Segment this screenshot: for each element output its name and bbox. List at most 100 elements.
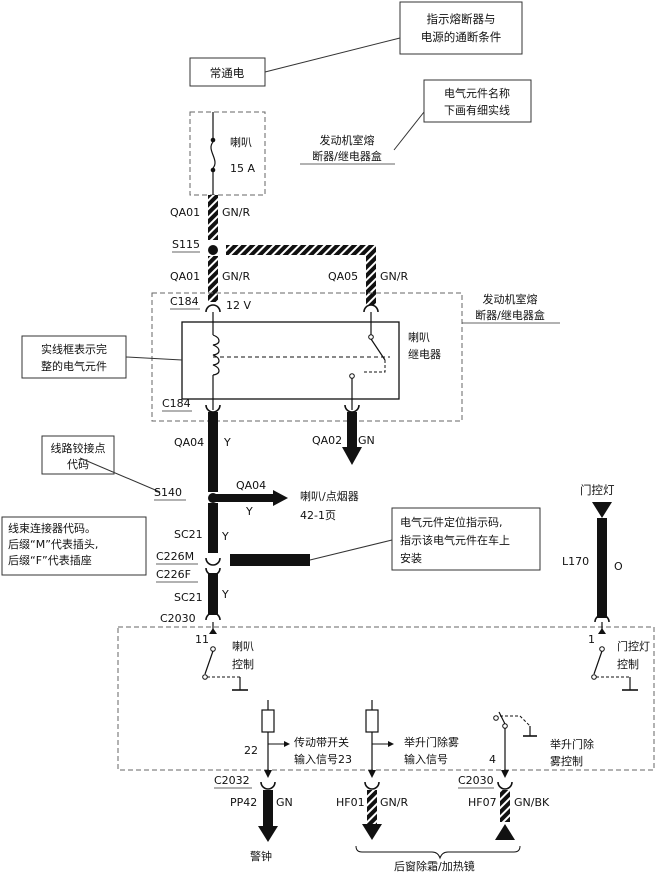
- svg-text:喇叭: 喇叭: [408, 330, 430, 344]
- svg-text:喇叭: 喇叭: [232, 639, 254, 653]
- callout-always-on: 常通电: [189, 57, 266, 87]
- fuse-15a: 喇叭 15 A: [189, 111, 266, 196]
- svg-text:C184: C184: [162, 397, 191, 410]
- svg-text:HF01: HF01: [336, 796, 365, 809]
- svg-text:常通电: 常通电: [210, 66, 245, 80]
- svg-text:C184: C184: [170, 295, 199, 308]
- wire-sc21-top: [208, 503, 218, 553]
- input-belt-switch: [261, 700, 290, 778]
- svg-text:雾控制: 雾控制: [550, 754, 583, 768]
- svg-text:QA04: QA04: [236, 479, 266, 492]
- switch-liftgate-control: [493, 711, 537, 778]
- svg-text:C2030: C2030: [160, 612, 196, 625]
- wire-qa05: [226, 245, 376, 305]
- wire-l170: [592, 502, 612, 618]
- wire-hf07: [495, 790, 515, 840]
- svg-text:断器/继电器盒: 断器/继电器盒: [475, 308, 545, 322]
- svg-text:GN/R: GN/R: [222, 270, 250, 283]
- svg-text:12 V: 12 V: [226, 299, 251, 312]
- wire-pp42: [258, 790, 278, 842]
- svg-text:GN: GN: [276, 796, 293, 809]
- callout-solid-frame: 实线框表示完 整的电气元件: [21, 335, 127, 379]
- switch-horn-control: [202, 622, 248, 691]
- wire-hf01: [362, 790, 382, 840]
- svg-text:喇叭: 喇叭: [230, 135, 252, 149]
- rear-defrost-brace: [355, 845, 521, 860]
- callout-splice-code: 线路铰接点 代码: [41, 435, 115, 475]
- svg-text:PP42: PP42: [230, 796, 257, 809]
- svg-text:GN/BK: GN/BK: [514, 796, 550, 809]
- svg-text:电气元件名称: 电气元件名称: [444, 86, 510, 100]
- wire-qa01-top: [208, 195, 218, 240]
- svg-text:输入信号23: 输入信号23: [294, 752, 352, 766]
- svg-text:发动机室熔: 发动机室熔: [483, 292, 538, 306]
- svg-text:Y: Y: [223, 436, 231, 449]
- svg-text:继电器: 继电器: [408, 348, 441, 361]
- fuse-box-region: [151, 292, 463, 422]
- connector-c184-top: [205, 304, 379, 313]
- callout-component-name: 电气元件名称 下画有细实线: [423, 79, 532, 123]
- svg-text:QA01: QA01: [170, 206, 200, 219]
- svg-text:1: 1: [588, 633, 595, 646]
- svg-text:控制: 控制: [232, 657, 254, 671]
- svg-text:O: O: [614, 560, 623, 573]
- locator-bar: [230, 554, 310, 566]
- connector-c184-bottom: [205, 404, 360, 413]
- svg-text:后窗除霜/加热镜: 后窗除霜/加热镜: [394, 859, 475, 872]
- callout-locator: 电气元件定位指示码, 指示该电气元件在车上 安装: [391, 507, 541, 571]
- svg-text:GN/R: GN/R: [222, 206, 250, 219]
- svg-text:后缀“M”代表插头,: 后缀“M”代表插头,: [8, 537, 98, 551]
- svg-text:断器/继电器盒: 断器/继电器盒: [312, 149, 382, 163]
- connector-c2030-left: [205, 612, 221, 621]
- svg-text:警钟: 警钟: [250, 849, 272, 863]
- wire-qa02: [342, 412, 362, 465]
- callout-fuse-condition: 指示熔断器与 电源的通断条件: [399, 1, 523, 55]
- connector-c226: [205, 557, 221, 576]
- svg-text:HF07: HF07: [468, 796, 497, 809]
- svg-text:输入信号: 输入信号: [404, 752, 448, 766]
- svg-text:指示该电气元件在车上: 指示该电气元件在车上: [400, 533, 510, 547]
- svg-text:Y: Y: [245, 505, 253, 518]
- wire-qa04-branch: [213, 490, 288, 506]
- svg-text:S140: S140: [154, 486, 182, 499]
- svg-text:L170: L170: [562, 555, 589, 568]
- svg-text:发动机室熔: 发动机室熔: [320, 133, 375, 147]
- splice-s115: [208, 245, 218, 255]
- wire-qa04: [208, 412, 218, 492]
- svg-text:GN: GN: [358, 434, 375, 447]
- svg-text:线束连接器代码。: 线束连接器代码。: [8, 521, 96, 535]
- svg-text:QA04: QA04: [174, 436, 204, 449]
- svg-text:下画有细实线: 下画有细实线: [444, 103, 510, 117]
- svg-text:C2030: C2030: [458, 774, 494, 787]
- module-region: [117, 626, 655, 771]
- svg-text:代码: 代码: [67, 458, 89, 471]
- svg-text:SC21: SC21: [174, 528, 203, 541]
- svg-text:S115: S115: [172, 238, 200, 251]
- svg-text:4: 4: [489, 753, 496, 766]
- svg-text:GN/R: GN/R: [380, 796, 408, 809]
- fuse-box-label-relay: 发动机室熔 断器/继电器盒: [462, 292, 560, 324]
- svg-text:15 A: 15 A: [230, 162, 255, 175]
- svg-text:线路铰接点: 线路铰接点: [51, 441, 106, 455]
- input-liftgate-defog: [365, 700, 394, 778]
- svg-text:QA01: QA01: [170, 270, 200, 283]
- svg-text:22: 22: [244, 744, 258, 757]
- svg-text:安装: 安装: [400, 551, 422, 565]
- svg-text:QA02: QA02: [312, 434, 342, 447]
- svg-text:电气元件定位指示码,: 电气元件定位指示码,: [400, 515, 503, 529]
- svg-text:Y: Y: [221, 530, 229, 543]
- svg-text:传动带开关: 传动带开关: [294, 735, 349, 749]
- svg-text:控制: 控制: [617, 657, 639, 671]
- svg-text:门控灯: 门控灯: [617, 639, 650, 653]
- wire-qa01-mid: [208, 256, 218, 302]
- svg-text:C226F: C226F: [156, 568, 191, 581]
- fuse-box-label-top: 发动机室熔 断器/继电器盒: [300, 133, 395, 165]
- svg-text:C2032: C2032: [214, 774, 250, 787]
- svg-text:C226M: C226M: [156, 550, 194, 563]
- svg-text:11: 11: [195, 633, 209, 646]
- connector-c2030-right: [497, 781, 513, 790]
- relay-horn: 喇叭 继电器: [181, 312, 441, 410]
- callout-connector-code: 线束连接器代码。 后缀“M”代表插头, 后缀“F”代表插座: [1, 516, 147, 576]
- svg-text:后缀“F”代表插座: 后缀“F”代表插座: [8, 553, 92, 567]
- svg-text:门控灯: 门控灯: [580, 483, 615, 497]
